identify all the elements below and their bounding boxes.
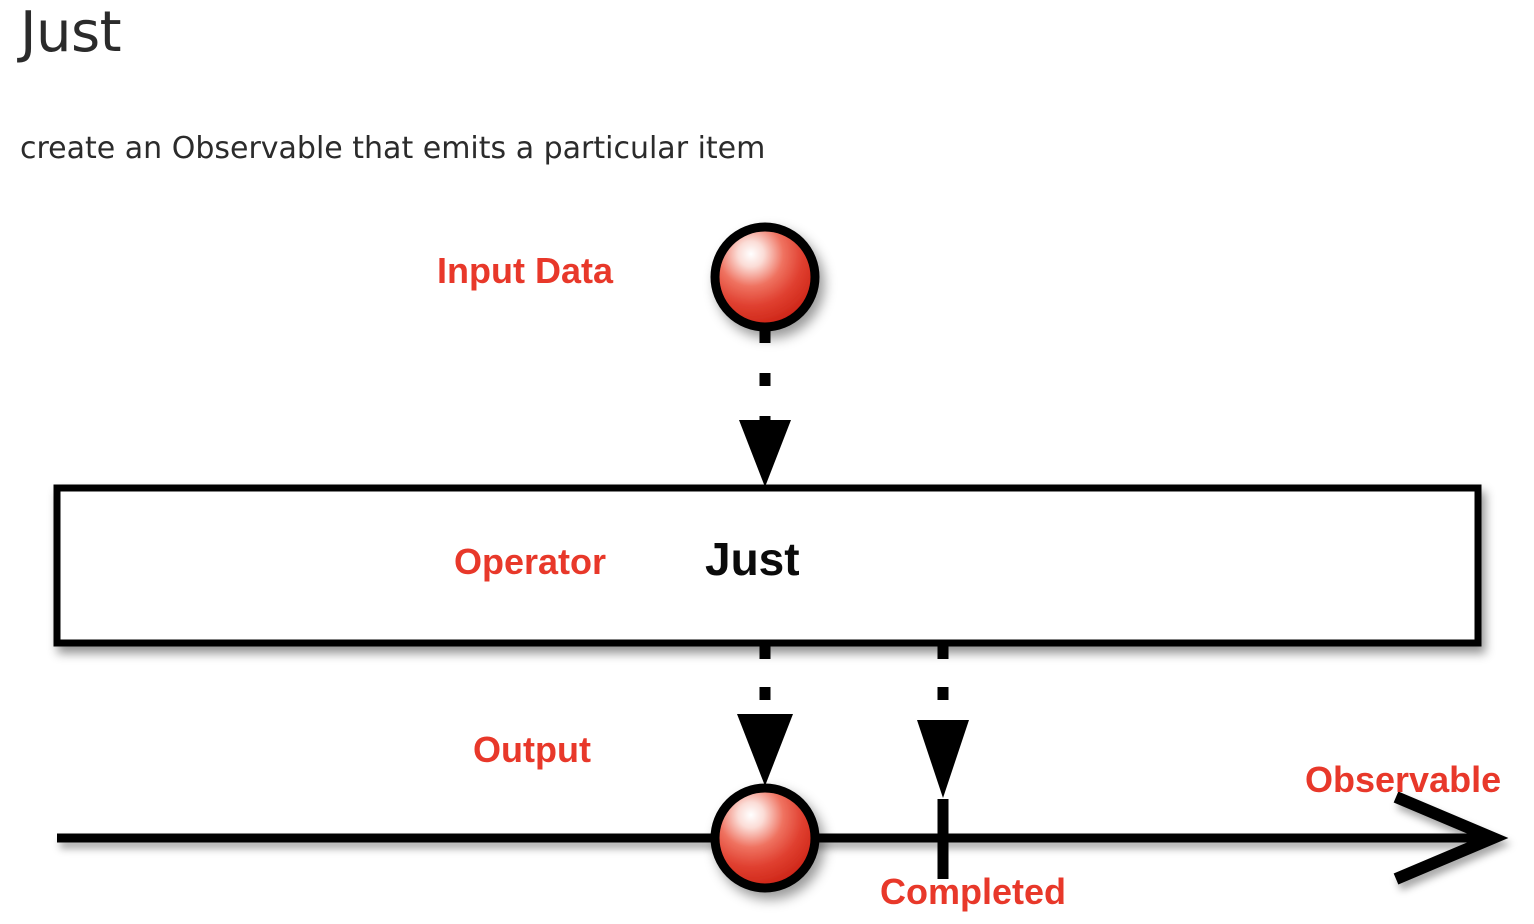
page-title: Just	[20, 0, 122, 65]
operator-box-rect	[53, 484, 1482, 647]
page-subtitle: create an Observable that emits a partic…	[20, 131, 766, 166]
label-output: Output	[473, 729, 591, 770]
input-marble	[710, 222, 820, 332]
output-marble-circle	[710, 783, 820, 893]
input-marble-circle	[710, 222, 820, 332]
arrow-input-to-operator	[739, 330, 791, 487]
label-completed: Completed	[880, 871, 1067, 912]
timeline-arrowhead	[1393, 791, 1509, 885]
label-operator: Operator	[454, 541, 607, 582]
operator-name: Just	[705, 533, 800, 585]
output-marble	[710, 783, 820, 893]
arrowhead-triangle	[917, 720, 969, 798]
label-input-data: Input Data	[437, 250, 613, 291]
operator-box	[53, 484, 1482, 647]
label-observable: Observable	[1305, 759, 1502, 800]
arrow-operator-to-output	[737, 646, 793, 786]
arrowhead-triangle	[739, 420, 791, 487]
arrowhead-triangle	[737, 714, 793, 786]
arrow-operator-to-completed	[917, 646, 969, 798]
